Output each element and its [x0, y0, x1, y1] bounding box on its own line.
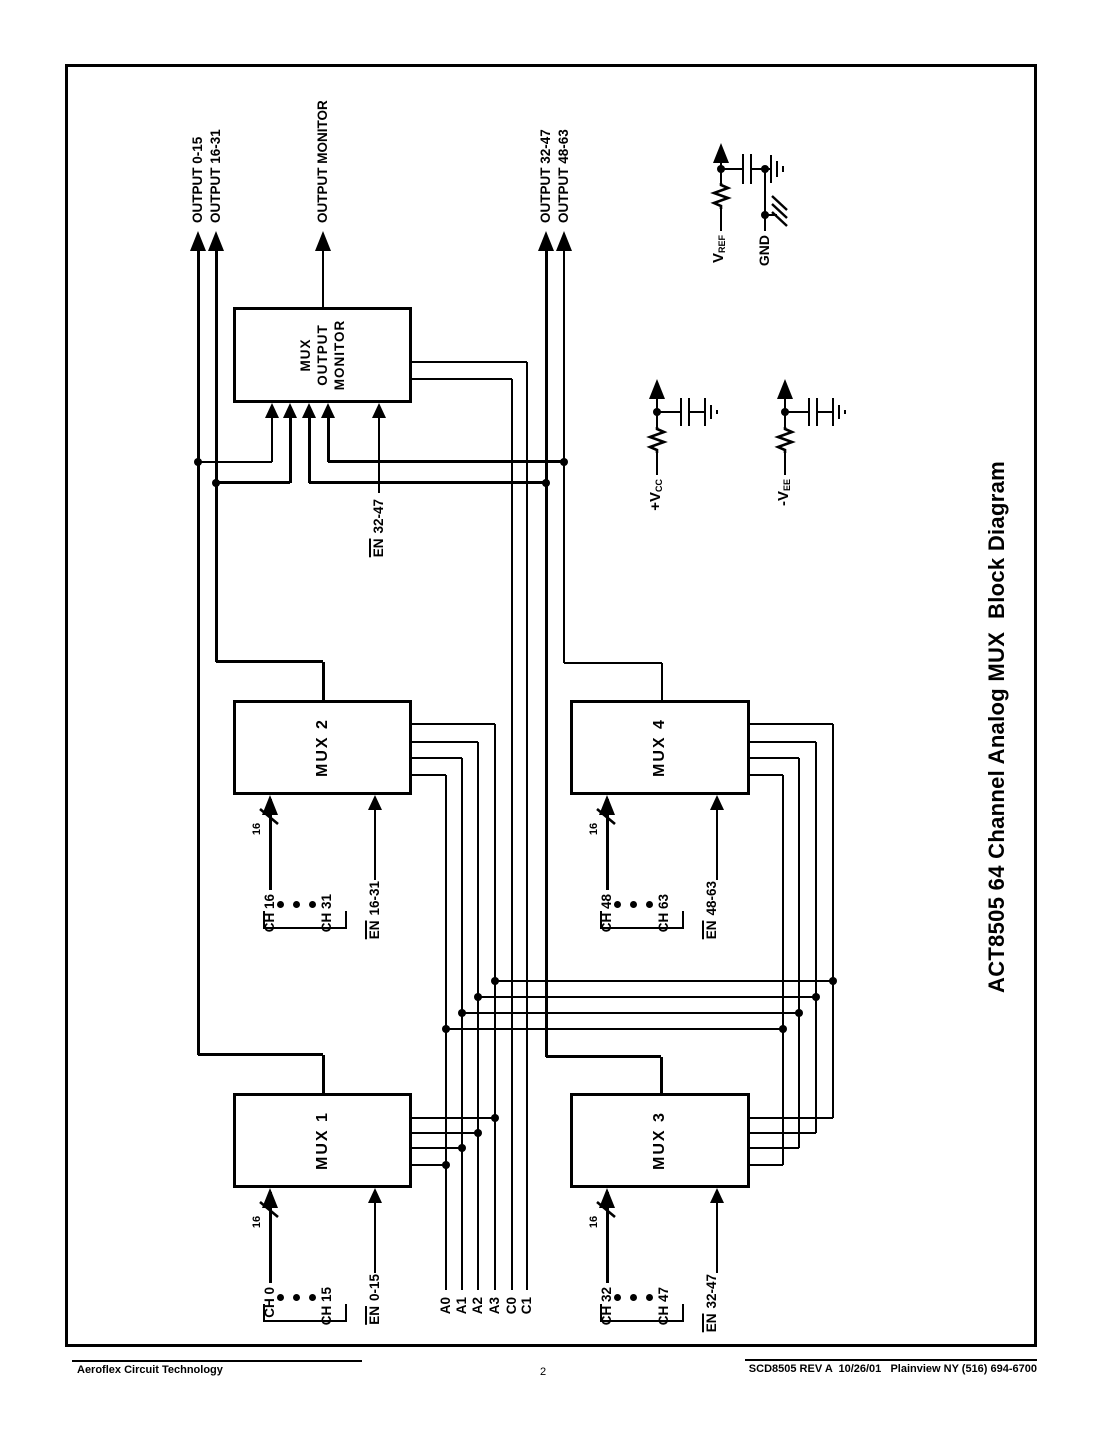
- footer-doc-info: SCD8505 REV A 10/26/01 Plainview NY (516…: [748, 1363, 1037, 1375]
- vee-resistor-icon: [774, 427, 796, 453]
- footer-rule-right: [745, 1359, 1037, 1361]
- footer-rule-left: [72, 1360, 362, 1362]
- vcc-resistor-icon: [646, 427, 668, 453]
- page-border: [65, 64, 1037, 1347]
- schematic-shapes: [259, 183, 796, 1218]
- footer-page-number: 2: [540, 1366, 547, 1378]
- chassis-ground-icon: [771, 195, 788, 227]
- vref-resistor-icon: [710, 183, 732, 209]
- mux2-bus-slash-icon: [259, 808, 279, 825]
- mux3-bus-slash-icon: [596, 1201, 616, 1218]
- mux4-bus-slash-icon: [596, 808, 616, 825]
- block-diagram-canvas: MUX 1 MUX 2 MUX 3 MUX 4 MUX OUTPUT MONIT…: [65, 65, 1040, 1355]
- mux1-bus-slash-icon: [259, 1201, 279, 1218]
- footer-company: Aeroflex Circuit Technology: [77, 1364, 223, 1376]
